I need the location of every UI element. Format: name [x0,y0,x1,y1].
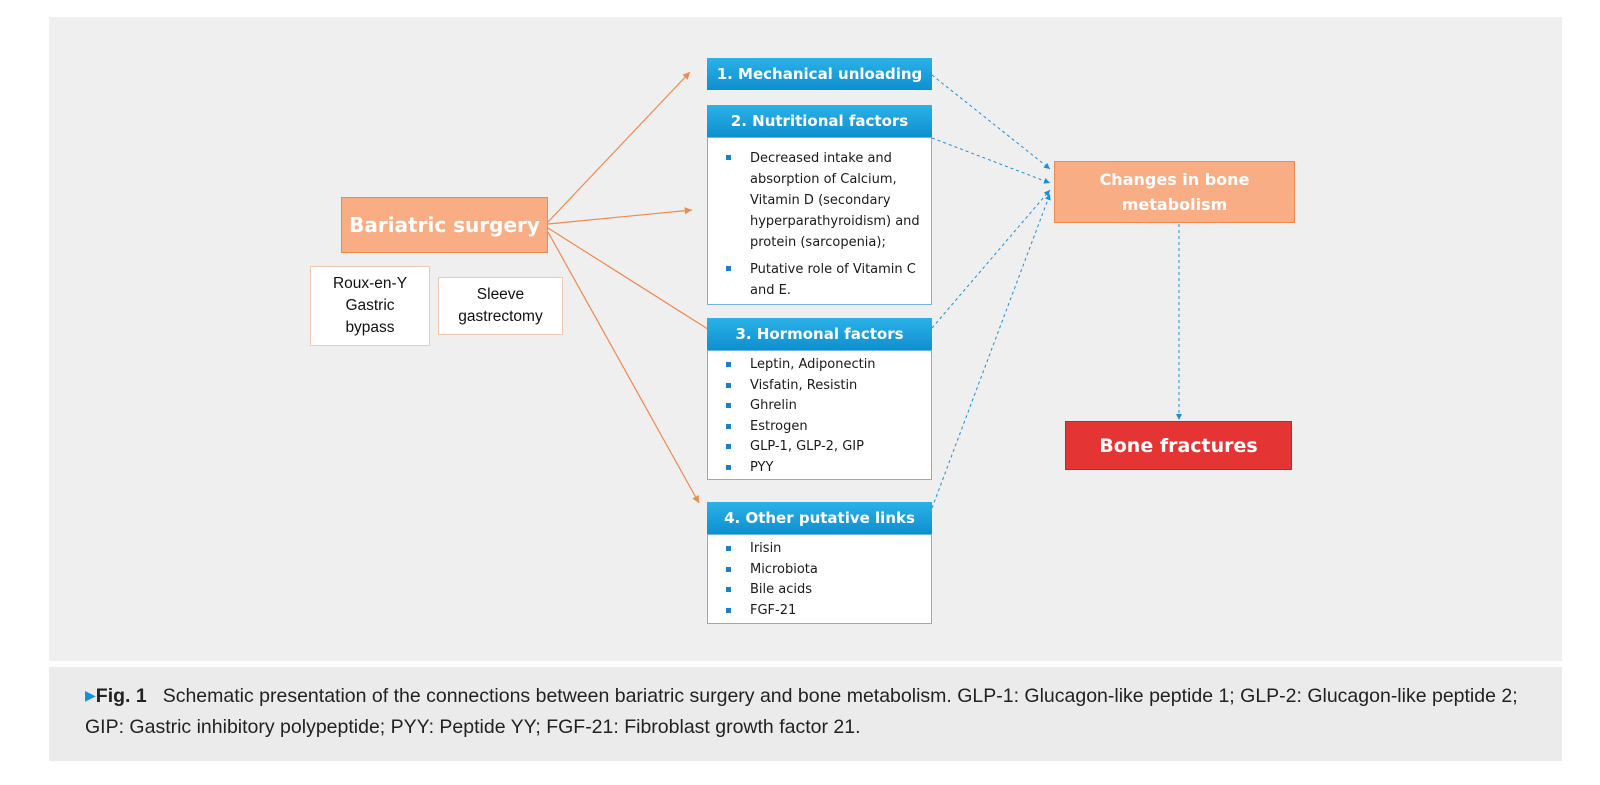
arrow-to-hormonal [547,227,723,339]
bone-fractures-box: Bone fractures [1065,421,1292,470]
factor-mechanical-title: 1. Mechanical unloading [707,58,932,90]
nutritional-item: Putative role of Vitamin C and E. [708,259,931,301]
factor-hormonal-title: 3. Hormonal factors [707,318,932,350]
procedure-sleeve-label: Sleeve gastrectomy [458,286,543,325]
hormonal-item: Ghrelin [708,396,931,417]
factor-mechanical: 1. Mechanical unloading [707,58,932,90]
other-item: FGF-21 [708,601,931,622]
caption-body: Schematic presentation of the connection… [85,685,1518,738]
procedure-sleeve: Sleeve gastrectomy [438,277,563,335]
bariatric-surgery-box: Bariatric surgery [341,197,548,253]
arrow-to-mechanical [547,71,691,223]
hormonal-item: Visfatin, Resistin [708,376,931,397]
factor-other-title: 4. Other putative links [707,502,932,534]
arrow-to-other [547,231,700,504]
bariatric-surgery-label: Bariatric surgery [349,213,540,237]
factor-nutritional-title: 2. Nutritional factors [707,105,932,137]
other-item: Microbiota [708,560,931,581]
hormonal-item: Estrogen [708,417,931,438]
other-item: Bile acids [708,580,931,601]
procedure-roux-en-y-label: Roux-en-Y Gastric bypass [332,275,408,336]
procedure-roux-en-y: Roux-en-Y Gastric bypass [310,266,430,346]
dash-mechanical-outcome [931,74,1051,170]
bone-fractures-label: Bone fractures [1099,434,1258,457]
caption-arrow-icon: ▶ [85,687,96,703]
hormonal-item: PYY [708,458,931,479]
factor-nutritional: 2. Nutritional factors Decreased intake … [707,105,932,305]
other-item: Irisin [708,539,931,560]
bone-metabolism-label: Changes in bone metabolism [1099,170,1250,214]
caption-label: Fig. 1 [95,685,147,707]
dash-hormonal-outcome [931,189,1051,329]
arrow-to-nutritional [547,207,693,225]
hormonal-item: GLP-1, GLP-2, GIP [708,437,931,458]
factor-other: 4. Other putative links Irisin Microbiot… [707,502,932,624]
dash-nutritional-outcome [931,137,1051,184]
hormonal-item: Leptin, Adiponectin [708,355,931,376]
factor-hormonal: 3. Hormonal factors Leptin, Adiponectin … [707,318,932,480]
dash-other-outcome [931,193,1051,509]
nutritional-item: Decreased intake and absorption of Calci… [708,148,931,253]
bone-metabolism-box: Changes in bone metabolism [1054,161,1295,223]
